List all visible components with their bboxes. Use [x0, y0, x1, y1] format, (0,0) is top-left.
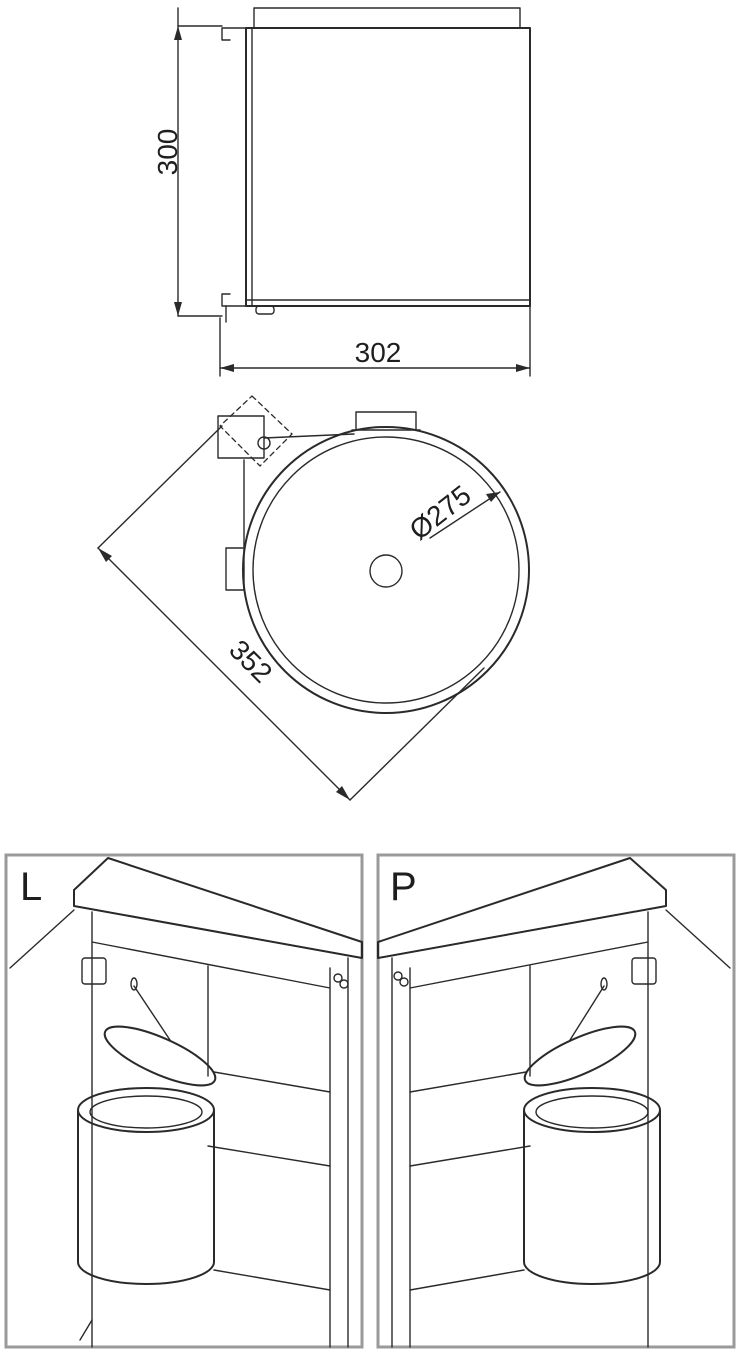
right-bin-body [523, 1109, 661, 1285]
left-panel-frame [4, 853, 364, 1349]
height-arrow-bottom [174, 302, 182, 316]
right-cord-anchor [600, 977, 608, 991]
right-installation-panel: P [376, 853, 736, 1349]
left-bin-lid [103, 1025, 217, 1087]
hinge-pivot [257, 436, 271, 450]
height-dimension-label: 300 [152, 129, 183, 176]
diameter-arrow [486, 492, 500, 502]
right-door-diagonal [665, 909, 731, 969]
bin-inner-rim [252, 436, 520, 704]
right-back-mid [409, 1071, 527, 1093]
left-floor-edge [79, 1319, 93, 1341]
right-lid-cord [569, 985, 605, 1041]
right-back-top [409, 941, 649, 989]
diagonal-dimension-line [97, 547, 351, 801]
diagonal-extension-lower [349, 667, 485, 801]
width-arrow-left [220, 364, 234, 372]
bin-outer-rim [242, 426, 530, 714]
right-floor-line [409, 1269, 525, 1291]
diagonal-extension-upper [97, 425, 223, 549]
width-dimension-label: 302 [355, 337, 402, 368]
left-view-label: L [20, 865, 42, 909]
left-door-diagonal [9, 909, 75, 969]
bin-center-hole [369, 554, 403, 588]
right-panel-frame [376, 853, 736, 1349]
bottom-bracket [221, 293, 247, 307]
side-mount-plate [225, 547, 245, 591]
left-installation-panel: L [4, 853, 364, 1349]
right-door-hinge [631, 957, 657, 985]
left-screw-a [333, 973, 343, 983]
right-countertop-edge [377, 905, 667, 959]
right-view-label: P [390, 865, 417, 909]
diameter-leader [429, 491, 501, 539]
plan-view: Ø275 352 [97, 395, 530, 801]
height-arrow-top [174, 26, 182, 40]
right-shelf-line [409, 1145, 531, 1167]
left-screw-b [339, 979, 349, 989]
left-back-mid [213, 1071, 331, 1093]
diagonal-arrow-lower [336, 786, 350, 800]
diameter-label: Ø275 [404, 479, 477, 546]
left-door-hinge [81, 957, 107, 985]
hinge-arm [263, 433, 355, 439]
hinge-swing-outline [219, 395, 293, 467]
left-cord-anchor [130, 977, 138, 991]
left-countertop-edge [73, 905, 363, 959]
left-bin-inner [89, 1095, 203, 1129]
rear-tab [355, 411, 417, 431]
side-elevation-view: 300 302 [152, 7, 531, 377]
hinge-knob [255, 305, 275, 315]
left-floor-line [213, 1269, 331, 1291]
top-bracket [221, 27, 247, 41]
right-bin-lid [523, 1025, 637, 1087]
left-bin-body [77, 1109, 215, 1285]
left-bin-top [77, 1087, 215, 1133]
width-arrow-right [516, 364, 530, 372]
right-countertop [377, 857, 667, 959]
right-bin-inner [535, 1095, 649, 1129]
right-screw-b [399, 977, 409, 987]
left-countertop [73, 857, 363, 959]
right-screw-a [393, 971, 403, 981]
left-shelf-line [207, 1145, 331, 1167]
bin-body-outline [245, 27, 531, 307]
hinge-bracket [217, 415, 265, 459]
lid-top-strip [253, 7, 521, 29]
diagonal-arrow-upper [98, 548, 112, 562]
left-back-top [91, 941, 331, 989]
left-lid-cord [133, 985, 171, 1041]
right-bin-top [523, 1087, 661, 1133]
